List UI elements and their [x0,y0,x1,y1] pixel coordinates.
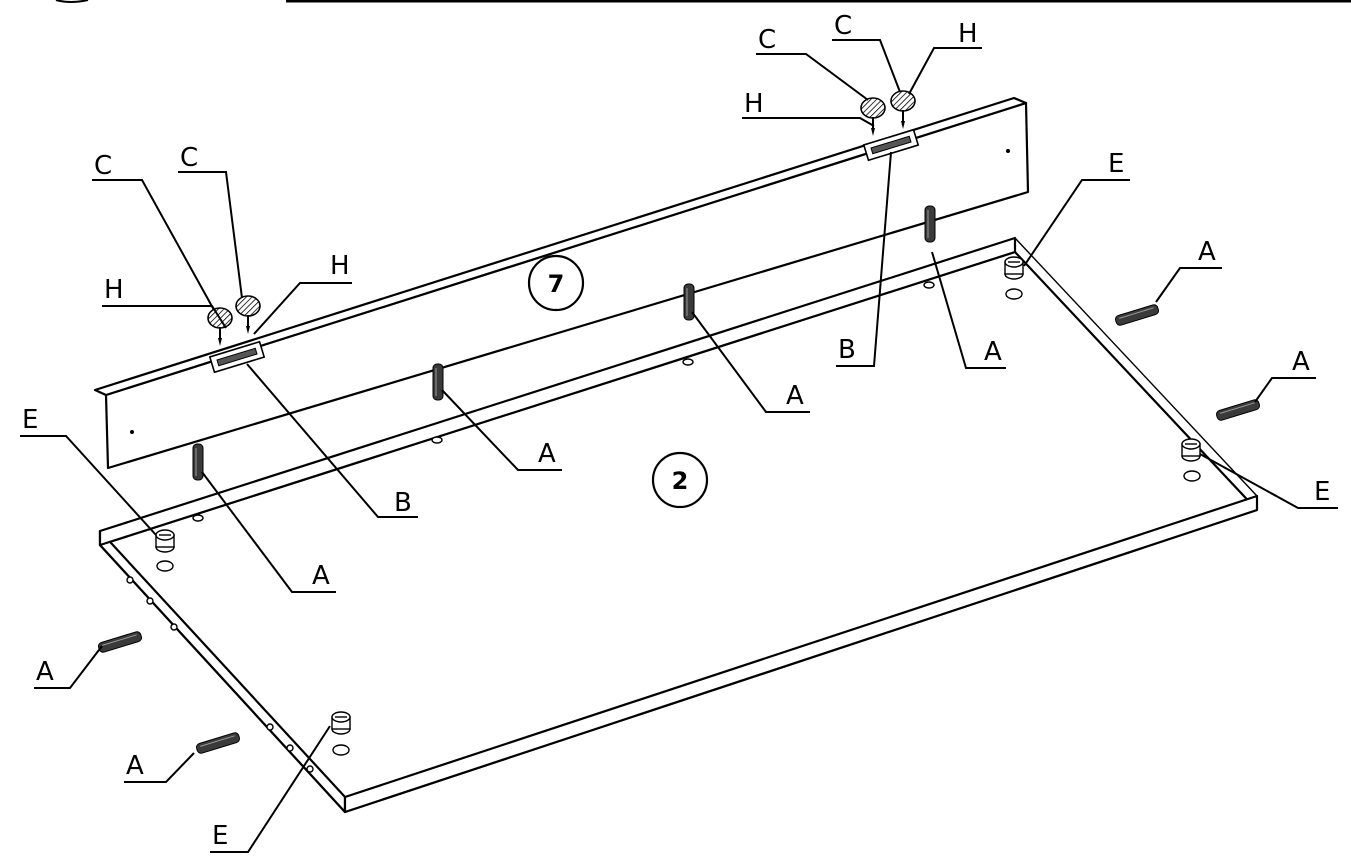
label-a-4: A [984,337,1002,367]
label-c-3: C [758,25,776,55]
screw-c-3 [860,97,886,137]
part-number-2: 2 [672,467,689,495]
label-b-2: B [838,335,856,365]
label-h-1: H [104,275,124,305]
dowel-a-side-3 [96,630,144,654]
label-c-4: C [834,11,852,41]
part-number-7: 7 [548,270,565,298]
label-c-1: C [94,151,112,181]
label-h-4: H [958,19,978,49]
label-e-3: E [1314,477,1330,507]
dowel-a-side-4 [194,731,242,755]
bracket-b-right [862,128,920,162]
part-circle-2: 2 [651,451,709,509]
bracket-b-left [208,340,266,374]
label-a-7: A [36,657,54,687]
dowel-a-1 [192,443,204,481]
dowel-a-3 [683,283,695,321]
label-c-2: C [180,143,198,173]
bottom-panel [98,236,1259,814]
callout-labels: C C H H B C C H H B E E E E A A A A A A … [22,11,1330,851]
dowel-a-2 [432,363,444,401]
dowel-a-side-1 [1113,303,1161,327]
screw-c-4 [890,90,916,130]
leader-lines [20,39,1338,853]
label-a-2: A [538,439,556,469]
label-a-8: A [126,751,144,781]
dowel-a-side-2 [1214,398,1262,422]
dowel-a-4 [924,205,936,243]
label-e-1: E [1108,149,1124,179]
cam-e-2 [1004,256,1024,280]
cam-e-1 [155,529,175,553]
label-a-1: A [312,561,330,591]
label-a-5: A [1198,237,1216,267]
screw-c-2 [235,295,261,335]
screw-c-1 [207,307,233,347]
label-e-2: E [22,405,38,435]
part-circle-7: 7 [527,254,585,312]
label-a-6: A [1292,347,1310,377]
header-rule [55,0,1351,3]
label-e-4: E [212,821,228,851]
label-h-2: H [330,251,350,281]
label-h-3: H [744,89,764,119]
label-a-3: A [786,381,804,411]
cam-e-3 [1181,438,1201,462]
cam-e-4 [331,711,351,735]
label-b-1: B [394,488,412,518]
